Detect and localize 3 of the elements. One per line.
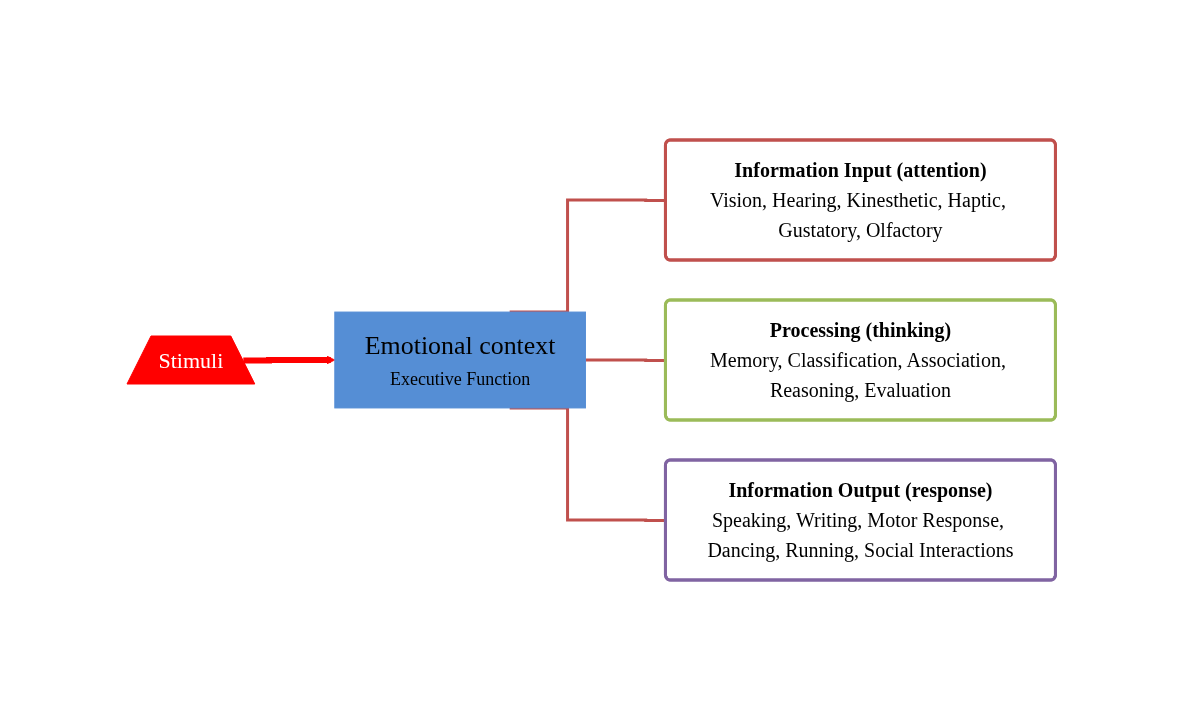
- connector: [585, 358, 666, 362]
- node-box: Emotional context Executive Function: [334, 311, 586, 409]
- arrow: [243, 355, 335, 365]
